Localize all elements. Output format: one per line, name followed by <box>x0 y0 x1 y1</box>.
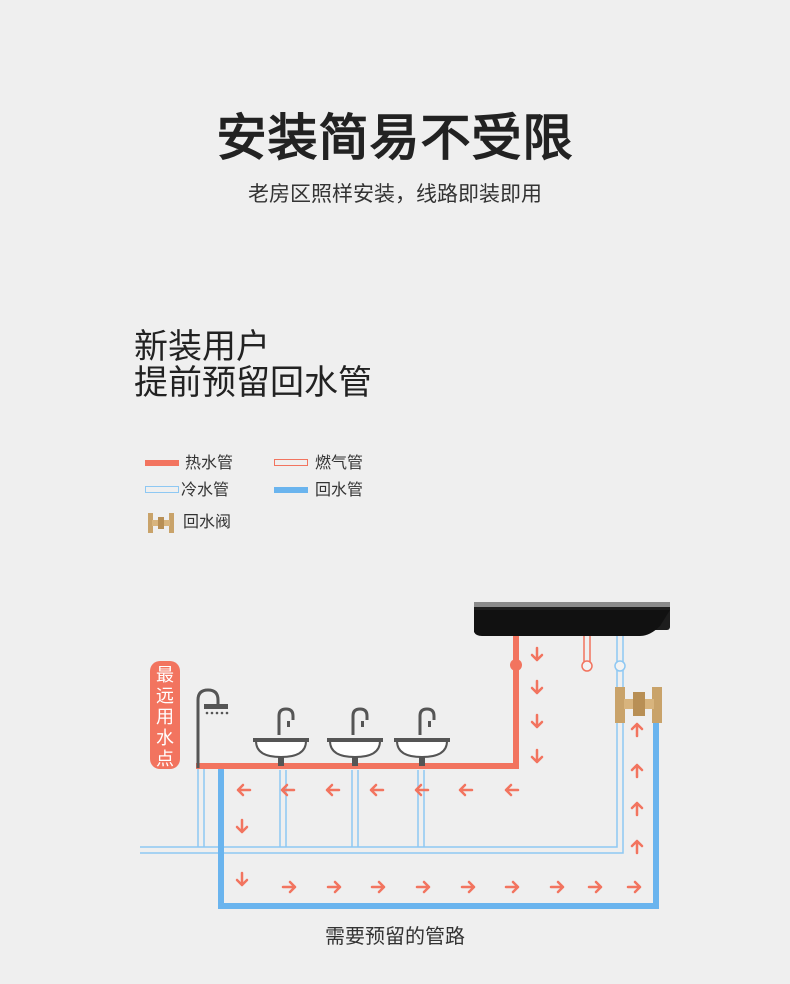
legend-hot-swatch <box>145 460 179 466</box>
return-valve-icon-diagram <box>615 687 662 723</box>
return-valve-icon <box>148 513 174 533</box>
gas-pipe <box>583 633 591 662</box>
legend-valve-label: 回水阀 <box>183 512 232 531</box>
water-heater-icon <box>474 602 670 636</box>
sink-3-icon <box>394 707 450 766</box>
cold-pipe <box>140 633 624 854</box>
flow-arrows <box>235 646 644 894</box>
farthest-point-badge: 最远用水点 <box>150 661 180 770</box>
legend-return-swatch <box>274 487 308 493</box>
sink-1-icon <box>253 707 309 766</box>
section-title-line2: 提前预留回水管 <box>134 363 372 403</box>
diagram-caption: 需要预留的管路 <box>325 924 465 948</box>
sink-2-icon <box>327 707 383 766</box>
legend-cold-label: 冷水管 <box>181 480 230 499</box>
legend-return-label: 回水管 <box>315 480 364 499</box>
legend-gas-swatch <box>274 459 308 466</box>
hot-pipe <box>196 633 519 769</box>
section-title-line1: 新装用户 <box>134 327 270 367</box>
page-title: 安装简易不受限 <box>216 109 574 167</box>
legend-cold-swatch <box>145 486 179 493</box>
hot-outlet-dot <box>510 659 522 671</box>
legend-gas-label: 燃气管 <box>315 453 364 472</box>
page-subtitle: 老房区照样安装，线路即装即用 <box>248 182 542 206</box>
shower-icon <box>196 688 228 768</box>
legend-hot-label: 热水管 <box>185 453 234 472</box>
return-pipe <box>218 718 659 909</box>
